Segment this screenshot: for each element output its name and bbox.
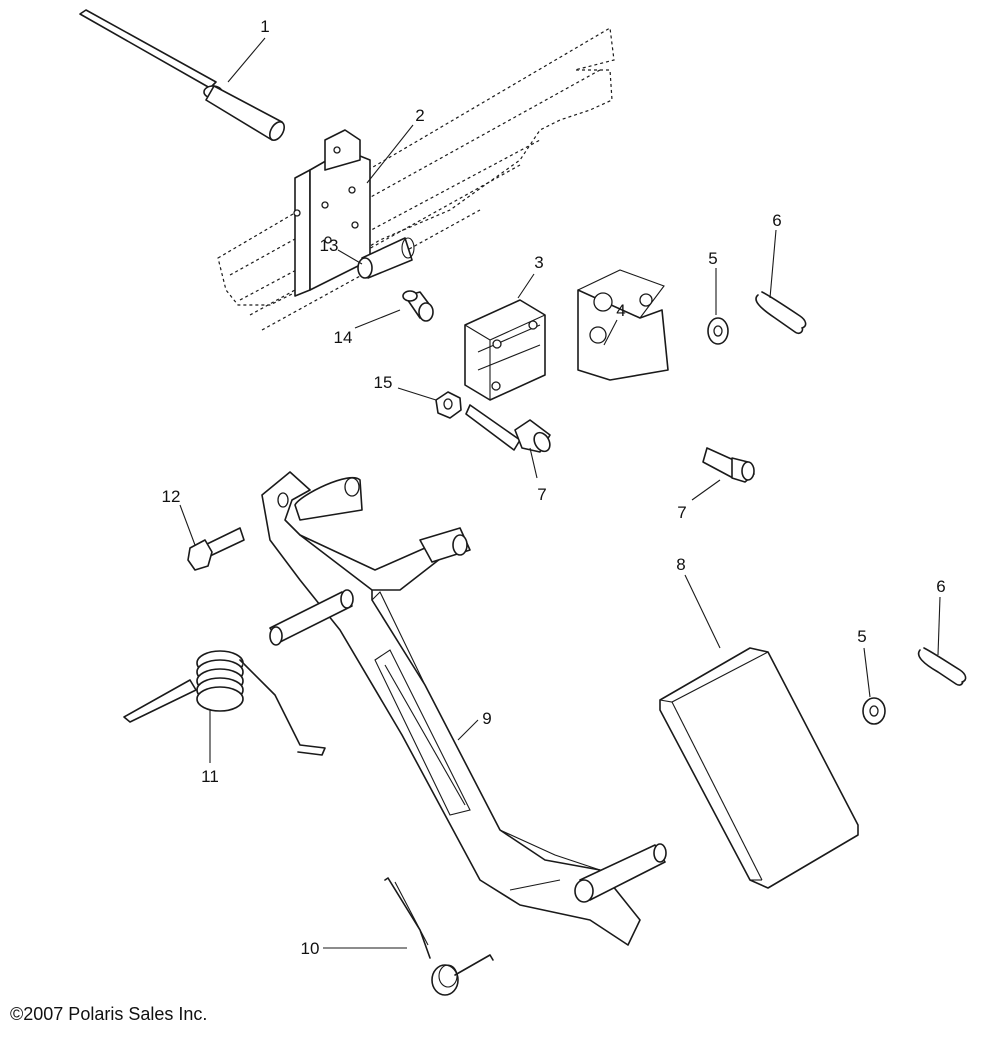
callout-3: 3 xyxy=(534,253,543,272)
part-11-torsion-spring xyxy=(123,650,326,756)
copyright-notice: ©2007 Polaris Sales Inc. xyxy=(10,1004,208,1024)
part-1-rod xyxy=(79,9,286,141)
part-9-pedal-arm xyxy=(261,471,667,946)
callout-6-upper: 6 xyxy=(772,211,781,230)
part-12-hex-bolt xyxy=(187,527,245,571)
part-7-bolt-center xyxy=(465,404,551,453)
pivot-pin xyxy=(269,589,354,646)
callout-11: 11 xyxy=(201,767,219,786)
callout-7-center: 7 xyxy=(537,485,546,504)
part-13-sleeve xyxy=(357,237,415,279)
callout-labels: 1 2 3 4 5 6 7 7 8 5 6 9 10 11 12 13 14 1… xyxy=(162,17,946,958)
part-6-clip-lower xyxy=(917,647,967,686)
callout-9: 9 xyxy=(482,709,491,728)
callout-5-lower: 5 xyxy=(857,627,866,646)
part-6-clip-upper xyxy=(755,291,807,335)
callout-6-lower: 6 xyxy=(936,577,945,596)
callout-8: 8 xyxy=(676,555,685,574)
part-3-clamp-block xyxy=(464,299,546,401)
callout-2: 2 xyxy=(415,106,424,125)
part-8-pedal-pad xyxy=(659,647,859,889)
callout-14: 14 xyxy=(334,328,353,347)
callout-10: 10 xyxy=(301,939,320,958)
part-4-cover-block xyxy=(577,269,669,381)
part-10-return-spring xyxy=(384,877,494,996)
callout-15: 15 xyxy=(374,373,393,392)
part-2-frame-bracket xyxy=(217,27,615,331)
callout-13: 13 xyxy=(320,236,339,255)
callout-5-upper: 5 xyxy=(708,249,717,268)
part-14-bushing xyxy=(402,290,434,322)
callout-4: 4 xyxy=(616,301,625,320)
part-7-bolt-right xyxy=(702,447,755,483)
part-15-nut xyxy=(435,391,462,419)
part-5-washer-upper xyxy=(707,317,729,345)
callout-12: 12 xyxy=(162,487,181,506)
callout-leaders xyxy=(179,37,941,949)
callout-1: 1 xyxy=(260,17,269,36)
callout-7-right: 7 xyxy=(677,503,686,522)
part-5-washer-lower xyxy=(862,697,886,725)
